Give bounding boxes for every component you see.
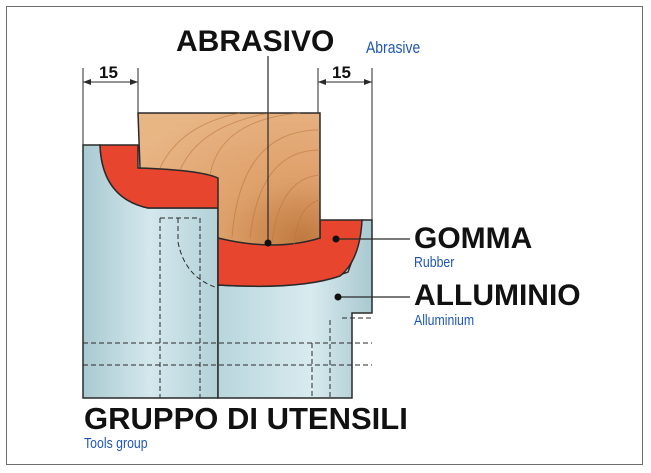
wood-workpiece bbox=[137, 112, 321, 246]
hidden-lines bbox=[83, 217, 372, 398]
dimension-arrows bbox=[83, 79, 372, 85]
wood-grain bbox=[159, 112, 321, 246]
leader-lines bbox=[267, 56, 410, 298]
abrasive-sublabel: Abrasive bbox=[366, 38, 421, 57]
tools-group-sublabel: Tools group bbox=[84, 435, 148, 452]
rubber-sublabel: Rubber bbox=[414, 254, 455, 271]
dimension-left-value: 15 bbox=[99, 63, 118, 82]
tools-group-label: GRUPPO DI UTENSILI bbox=[84, 401, 408, 436]
right-rubber-profile bbox=[217, 219, 363, 288]
dimension-lines bbox=[82, 68, 373, 220]
abrasive-label: ABRASIVO bbox=[176, 25, 335, 58]
aluminium-sublabel: Alluminium bbox=[414, 312, 475, 329]
figure-frame bbox=[6, 6, 643, 465]
aluminium-label: ALLUMINIO bbox=[414, 279, 581, 312]
dimension-right-value: 15 bbox=[332, 63, 351, 82]
rubber-label: GOMMA bbox=[414, 222, 533, 255]
leader-dots bbox=[264, 235, 342, 301]
